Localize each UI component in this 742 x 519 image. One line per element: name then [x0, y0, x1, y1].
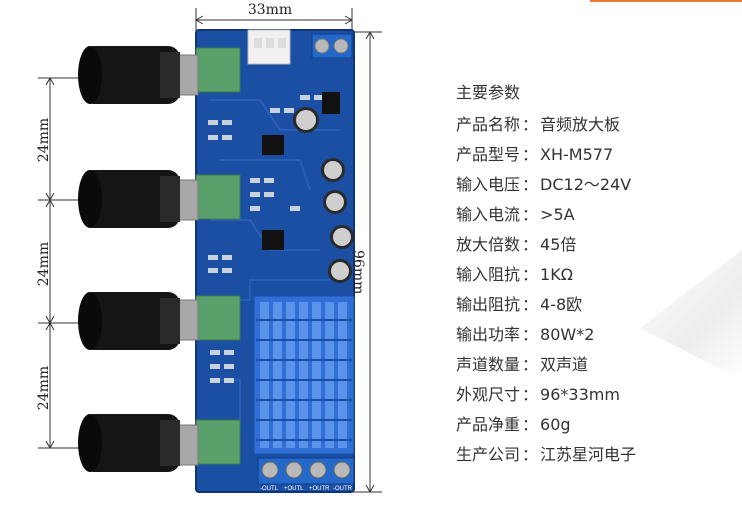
capacitors — [293, 107, 354, 283]
output-terminals — [257, 457, 355, 485]
spec-row: 声道数量：双声道 — [456, 350, 736, 380]
spec-separator: ： — [522, 325, 539, 344]
spec-label: 产品净重 — [456, 415, 521, 434]
knob-4 — [78, 414, 241, 472]
output-label: +OUTR — [309, 486, 330, 492]
spec-row: 输入电压：DC12～24V — [456, 170, 736, 200]
ic-chip — [262, 230, 284, 250]
spec-separator: ： — [522, 295, 539, 314]
spec-label: 输出功率 — [456, 325, 521, 344]
spec-label: 输入阻抗 — [456, 265, 521, 284]
spec-label: 输入电压 — [456, 175, 521, 194]
spec-value: XH-M577 — [540, 145, 614, 164]
spec-label: 输入电流 — [456, 205, 521, 224]
spec-value: >5A — [540, 205, 575, 224]
spec-row: 产品名称：音频放大板 — [456, 110, 736, 140]
spec-label: 声道数量 — [456, 355, 521, 374]
width-dimension-label: 33mm — [247, 2, 293, 18]
knob-1 — [78, 46, 241, 104]
spec-title: 主要参数 — [456, 83, 521, 102]
pcb-board: -OUTL +OUTL +OUTR -OUTR — [195, 29, 355, 493]
spec-row: 输入阻抗：1KΩ — [456, 260, 736, 290]
knob-2 — [78, 170, 241, 228]
spec-value: 音频放大板 — [540, 115, 621, 134]
knob-spacing-label: 24mm — [36, 241, 53, 287]
spec-label: 产品型号 — [456, 145, 521, 164]
spec-separator: ： — [522, 445, 539, 464]
spec-value: 80W*2 — [540, 325, 595, 344]
output-label: -OUTR — [333, 486, 353, 492]
spec-label: 外观尺寸 — [456, 385, 521, 404]
spec-row: 放大倍数：45倍 — [456, 230, 736, 260]
spec-separator: ： — [522, 265, 539, 284]
knob-spacing-label: 24mm — [36, 365, 53, 411]
spec-value: 96*33mm — [540, 385, 620, 404]
spec-row: 外观尺寸：96*33mm — [456, 380, 736, 410]
spec-separator: ： — [522, 235, 539, 254]
knob-spacing-label: 24mm — [36, 117, 53, 163]
output-label: +OUTL — [284, 486, 304, 492]
output-label: -OUTL — [260, 486, 279, 492]
spec-value: 1KΩ — [540, 265, 573, 284]
spec-separator: ： — [522, 355, 539, 374]
heatsink — [253, 295, 355, 455]
knob-3 — [78, 292, 241, 350]
spec-label: 放大倍数 — [456, 235, 521, 254]
spec-value: 60g — [540, 415, 571, 434]
spec-separator: ： — [522, 415, 539, 434]
spec-row: 生产公司：江苏星河电子 — [456, 440, 736, 470]
spec-row: 产品型号：XH-M577 — [456, 140, 736, 170]
spec-value: 江苏星河电子 — [540, 445, 637, 464]
spec-row: 产品净重：60g — [456, 410, 736, 440]
spec-separator: ： — [522, 205, 539, 224]
spec-separator: ： — [522, 175, 539, 194]
spec-value: DC12～24V — [540, 175, 632, 194]
height-dimension-label: 96mm — [350, 250, 366, 295]
spec-value: 45倍 — [540, 235, 577, 254]
spec-label: 生产公司 — [456, 445, 521, 464]
ic-chip — [262, 135, 284, 155]
ic-chip — [322, 92, 340, 114]
spec-value: 4-8欧 — [540, 295, 583, 314]
spec-value: 双声道 — [540, 355, 589, 374]
spec-label: 产品名称 — [456, 115, 521, 134]
spec-separator: ： — [522, 385, 539, 404]
spec-row: 输出功率：80W*2 — [456, 320, 736, 350]
spec-row: 输出阻抗：4-8欧 — [456, 290, 736, 320]
spec-label: 输出阻抗 — [456, 295, 521, 314]
spec-row: 输入电流：>5A — [456, 200, 736, 230]
spec-separator: ： — [522, 145, 539, 164]
top-accent-bar — [590, 0, 742, 2]
spec-separator: ： — [522, 115, 539, 134]
